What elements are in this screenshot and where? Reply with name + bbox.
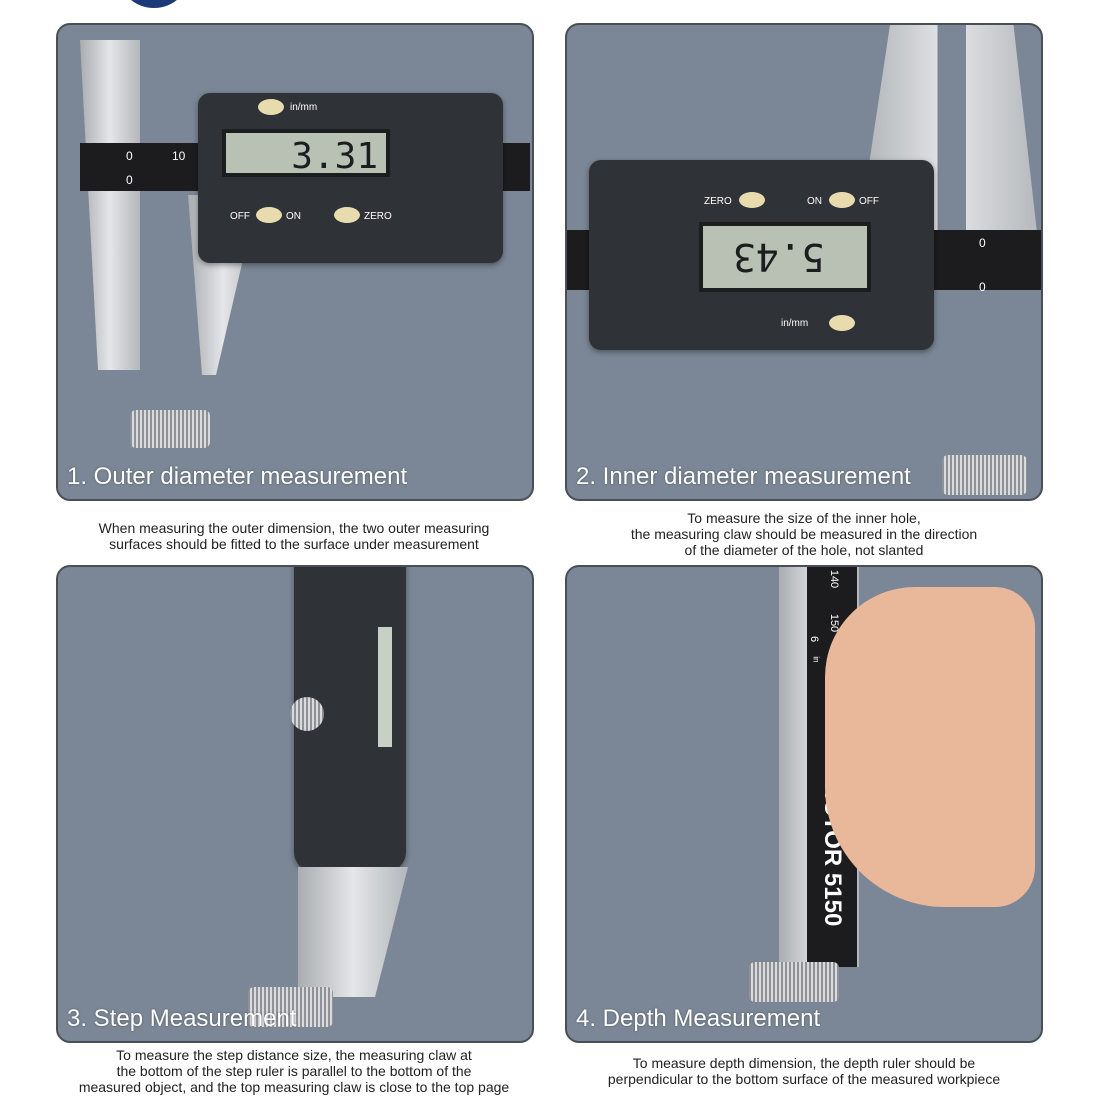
step-jaw [298, 867, 408, 997]
panel-caption: 2. Inner diameter measurement [576, 463, 911, 490]
lcd-edge [378, 627, 392, 747]
zero-label: ZERO [364, 211, 392, 222]
zero-button [739, 192, 765, 208]
panel-caption: 4. Depth Measurement [576, 1005, 821, 1032]
description-line: surfaces should be fitted to the surface… [109, 536, 479, 552]
off-label: OFF [230, 211, 250, 222]
scale-label: 0 [979, 280, 986, 294]
description-line: perpendicular to the bottom surface of t… [607, 1071, 1001, 1087]
panel-description: To measure the size of the inner hole, t… [564, 510, 1044, 558]
hand [825, 587, 1035, 907]
on-label: ON [286, 211, 301, 222]
description-line: When measuring the outer dimension, the … [98, 520, 490, 536]
description-line: To measure the size of the inner hole, [687, 510, 921, 526]
panel-step: 3. Step Measurement [56, 565, 534, 1043]
panel-description: To measure depth dimension, the depth ru… [564, 1055, 1044, 1087]
panel-depth: 140 150 mm 6 in VICTOR 5150 4. Depth Mea… [565, 565, 1043, 1043]
scale-label: 140 [828, 569, 841, 589]
caliper-jaw [80, 40, 140, 370]
caliper-body: ZERO ON OFF 5.43 in/mm [589, 160, 934, 350]
thumb-wheel [290, 697, 324, 731]
unit-button [258, 99, 284, 115]
on-off-button [256, 207, 282, 223]
on-label: ON [807, 196, 822, 207]
lcd-display: 3.31 [222, 129, 390, 177]
panel-description: When measuring the outer dimension, the … [54, 520, 534, 552]
panel-caption: 1. Outer diameter measurement [67, 463, 408, 490]
scale-label: 0 [126, 173, 133, 187]
unit-button [829, 315, 855, 331]
panel-caption: 3. Step Measurement [67, 1005, 297, 1032]
caliper-body: in/mm 3.31 OFF ON ZERO [198, 93, 503, 263]
brand-logo [118, 0, 190, 8]
scale-label: 10 [172, 149, 186, 163]
scale-label: 0 [979, 236, 986, 250]
scale-label: 0 [126, 149, 133, 163]
lcd-display: 5.43 [699, 222, 871, 292]
description-line: To measure depth dimension, the depth ru… [632, 1055, 976, 1071]
description-line: of the diameter of the hole, not slanted [684, 542, 924, 558]
on-off-button [829, 192, 855, 208]
panel-outer-diameter: 0 10 0 in/mm 3.31 OFF ON ZERO 1. Outer d… [56, 23, 534, 501]
zero-label: ZERO [704, 196, 732, 207]
workpiece [749, 962, 839, 1002]
scale-label: in [811, 656, 821, 663]
off-label: OFF [859, 196, 879, 207]
panel-description: To measure the step distance size, the m… [54, 1047, 534, 1095]
workpiece [130, 410, 210, 448]
description-line: the measuring claw should be measured in… [630, 526, 978, 542]
unit-label: in/mm [290, 102, 318, 113]
description-line: measured object, and the top measuring c… [78, 1079, 510, 1095]
workpiece [942, 455, 1027, 495]
panel-inner-diameter: 0 0 ZERO ON OFF 5.43 in/mm 2. Inner diam… [565, 23, 1043, 501]
scale-label: 6 [808, 635, 821, 643]
zero-button [334, 207, 360, 223]
unit-label: in/mm [781, 318, 809, 329]
description-line: To measure the step distance size, the m… [116, 1047, 472, 1063]
workpiece [248, 987, 333, 1027]
description-line: the bottom of the step ruler is parallel… [116, 1063, 472, 1079]
